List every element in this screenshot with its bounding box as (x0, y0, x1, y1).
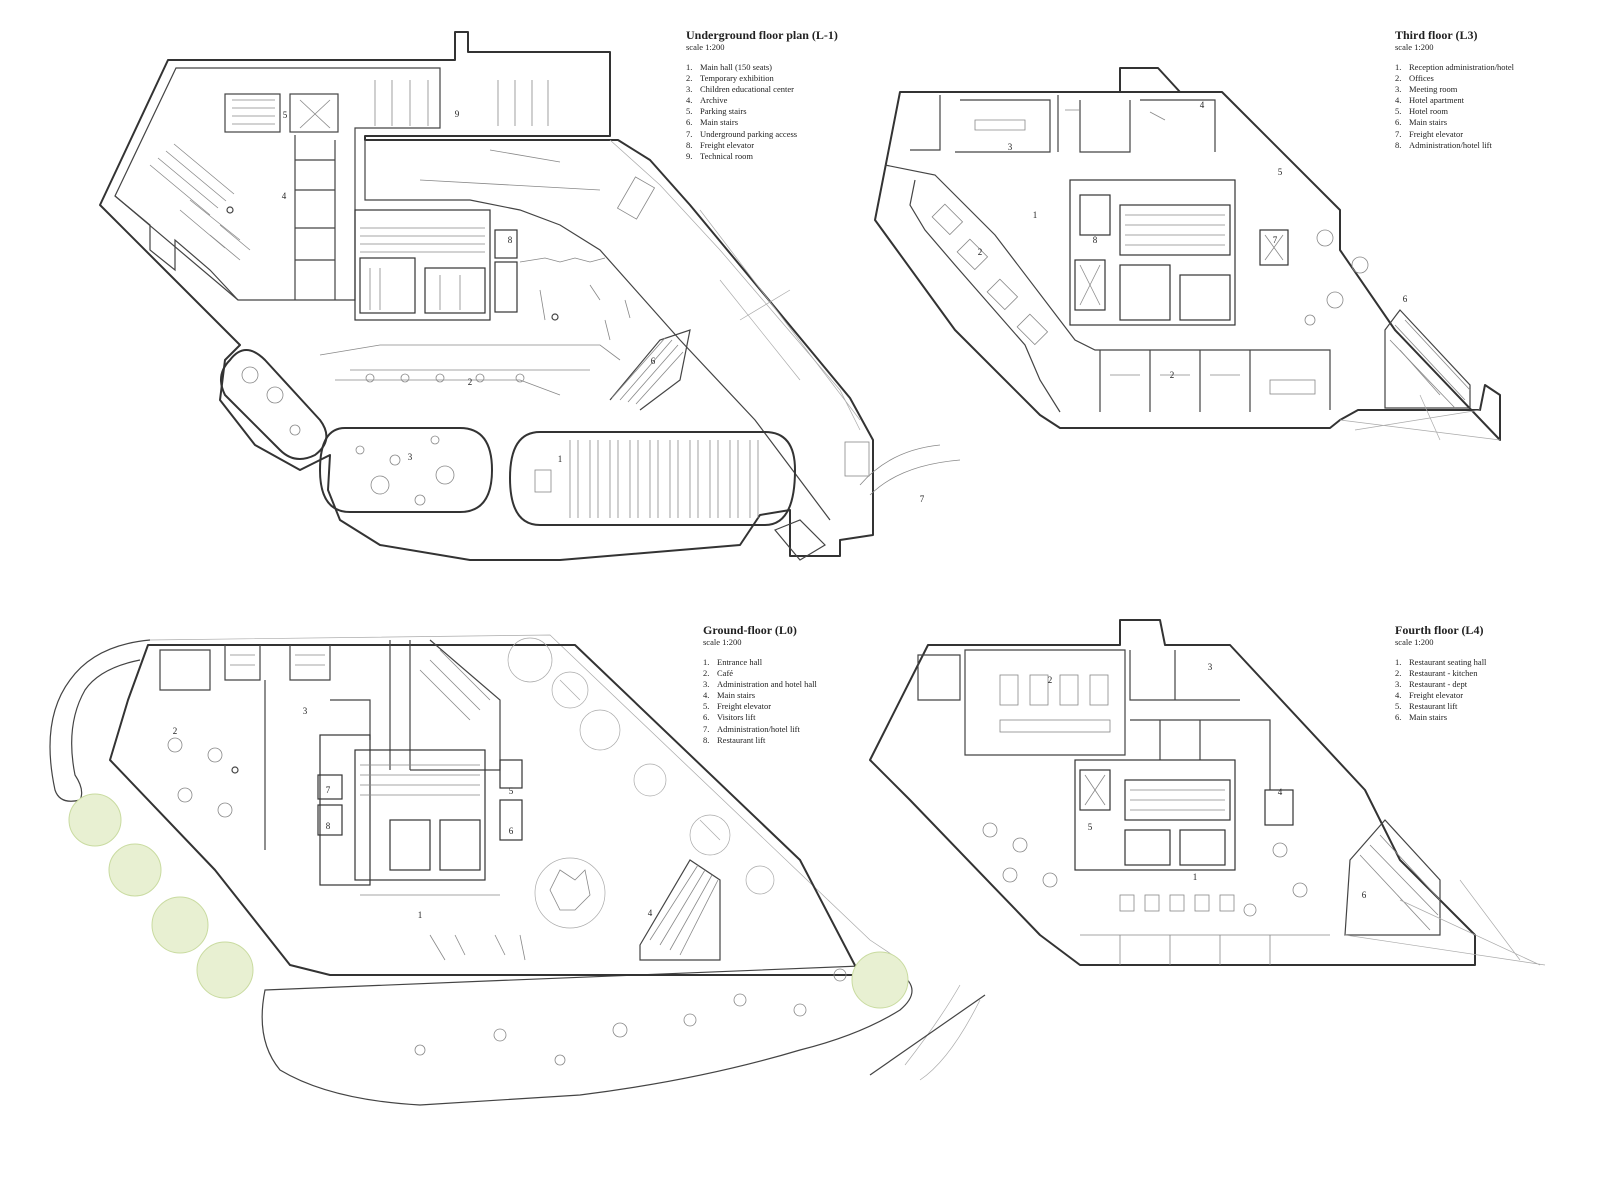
legend-item: 4.Archive (686, 95, 728, 106)
legend-third-floor: Third floor (L3) scale 1:200 1.Reception… (1395, 28, 1514, 151)
legend-scale: scale 1:200 (1395, 42, 1434, 52)
legend-title: Fourth floor (L4) (1395, 623, 1484, 637)
legend-item: 3.Administration and hotel hall (703, 679, 817, 690)
svg-text:9: 9 (455, 109, 460, 119)
legend-scale: scale 1:200 (703, 637, 742, 647)
svg-text:5: 5 (1278, 167, 1283, 177)
svg-text:2: 2 (173, 726, 178, 736)
svg-text:5: 5 (283, 110, 288, 120)
legend-item: 7.Underground parking access (686, 128, 798, 139)
legend-item: 1.Main hall (150 seats) (686, 62, 772, 72)
svg-text:2: 2 (468, 377, 473, 387)
svg-text:1: 1 (418, 910, 423, 920)
legend-item: 8.Administration/hotel lift (1395, 139, 1492, 150)
svg-text:4: 4 (282, 191, 287, 201)
svg-text:8: 8 (508, 235, 513, 245)
svg-text:2: 2 (1170, 370, 1175, 380)
legend-item: 4.Hotel apartment (1395, 95, 1464, 106)
legend-item: 6.Main stairs (1395, 712, 1448, 723)
legend-item: 5.Freight elevator (703, 701, 772, 712)
svg-text:3: 3 (408, 452, 413, 462)
svg-text:7: 7 (326, 785, 331, 795)
legend-item: 7.Administration/hotel lift (703, 723, 800, 734)
trees (68, 793, 909, 1009)
svg-text:1: 1 (558, 454, 563, 464)
legend-item: 3.Meeting room (1395, 84, 1458, 95)
legend-list: 1.Reception administration/hotel 2.Offic… (1395, 62, 1514, 151)
legend-title: Underground floor plan (L-1) (686, 28, 838, 42)
underground-room-numbers: 1 2 3 4 5 6 7 8 9 (282, 109, 925, 504)
svg-text:8: 8 (1093, 235, 1098, 245)
legend-list: 1.Main hall (150 seats) 2.Temporary exhi… (686, 62, 838, 162)
legend-item: 1.Entrance hall (703, 657, 763, 667)
legend-item: 3.Children educational center (686, 84, 794, 95)
legend-item: 4.Main stairs (703, 690, 756, 701)
svg-text:1: 1 (1033, 210, 1038, 220)
legend-item: 2.Temporary exhibition (686, 73, 774, 84)
legend-item: 5.Restaurant lift (1395, 701, 1458, 712)
svg-text:4: 4 (648, 908, 653, 918)
legend-scale: scale 1:200 (686, 42, 725, 52)
legend-list: 1.Entrance hall 2.Café 3.Administration … (703, 657, 817, 746)
legend-item: 8.Restaurant lift (703, 734, 766, 745)
svg-text:8: 8 (326, 821, 331, 831)
legend-item: 9.Technical room (686, 150, 753, 161)
legend-fourth-floor: Fourth floor (L4) scale 1:200 1.Restaura… (1395, 623, 1486, 724)
legend-item: 5.Hotel room (1395, 106, 1448, 117)
svg-text:4: 4 (1278, 787, 1283, 797)
legend-title: Ground-floor (L0) (703, 623, 797, 637)
legend-item: 1.Reception administration/hotel (1395, 62, 1515, 72)
underground-floor-plan: 1 2 3 4 5 6 7 8 9 (99, 31, 961, 561)
legend-item: 6.Main stairs (1395, 117, 1448, 128)
svg-text:1: 1 (1193, 872, 1198, 882)
svg-text:6: 6 (651, 356, 656, 366)
legend-item: 3.Restaurant - dept (1395, 679, 1468, 690)
third-floor-plan: 1 2 2 3 4 5 6 7 8 (874, 67, 1501, 441)
legend-item: 2.Café (703, 668, 734, 679)
svg-text:6: 6 (1403, 294, 1408, 304)
legend-item: 8.Freight elevator (686, 139, 755, 150)
legend-ground-floor: Ground-floor (L0) scale 1:200 1.Entrance… (703, 623, 817, 746)
svg-text:2: 2 (1048, 675, 1053, 685)
legend-scale: scale 1:200 (1395, 637, 1434, 647)
svg-text:6: 6 (509, 826, 514, 836)
svg-text:5: 5 (1088, 822, 1093, 832)
svg-text:7: 7 (1273, 235, 1278, 245)
svg-text:6: 6 (1362, 890, 1367, 900)
legend-item: 6.Main stairs (686, 117, 739, 128)
fourth-floor-plan: 1 2 3 4 5 6 (869, 619, 1546, 966)
svg-text:3: 3 (303, 706, 308, 716)
legend-underground: Underground floor plan (L-1) scale 1:200… (686, 28, 838, 162)
svg-text:2: 2 (978, 247, 983, 257)
fourth-floor-room-numbers: 1 2 3 4 5 6 (1048, 662, 1367, 900)
legend-item: 5.Parking stairs (686, 106, 747, 117)
legend-item: 2.Offices (1395, 73, 1434, 84)
svg-text:7: 7 (920, 494, 925, 504)
legend-item: 7.Freight elevator (1395, 128, 1464, 139)
third-floor-room-numbers: 1 2 2 3 4 5 6 7 8 (978, 100, 1408, 380)
ground-floor-room-numbers: 1 2 3 4 5 6 7 8 (173, 706, 653, 920)
svg-text:3: 3 (1208, 662, 1213, 672)
ground-floor-plan: 1 2 3 4 5 6 7 8 (49, 634, 986, 1106)
svg-text:3: 3 (1008, 142, 1013, 152)
legend-list: 1.Restaurant seating hall 2.Restaurant -… (1395, 657, 1486, 724)
legend-item: 4.Freight elevator (1395, 690, 1464, 701)
legend-title: Third floor (L3) (1395, 28, 1478, 42)
legend-item: 2.Restaurant - kitchen (1395, 668, 1478, 679)
svg-text:5: 5 (509, 786, 514, 796)
legend-item: 1.Restaurant seating hall (1395, 657, 1487, 667)
legend-item: 6.Visitors lift (703, 712, 756, 723)
svg-text:4: 4 (1200, 100, 1205, 110)
